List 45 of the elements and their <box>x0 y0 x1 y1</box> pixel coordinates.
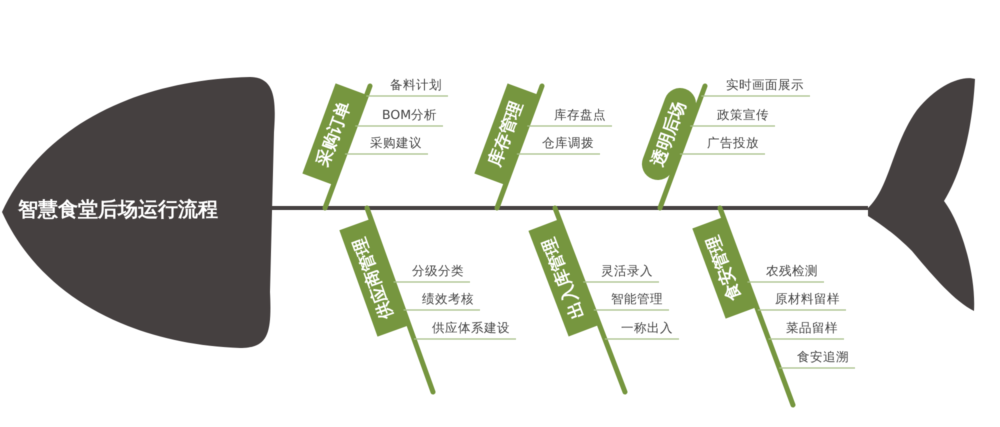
leader-line <box>594 309 669 311</box>
item-label: 一称出入 <box>616 319 679 339</box>
bone-line <box>322 84 372 210</box>
leader-line <box>690 125 775 127</box>
item-label: 供应体系建设 <box>426 319 516 339</box>
leader-line <box>527 125 612 127</box>
leader-line <box>516 153 600 155</box>
leader-line <box>604 338 679 340</box>
item-label: 原材料留样 <box>770 290 846 310</box>
head-label: 智慧食堂后场运行流程 <box>18 196 218 223</box>
leader-line <box>414 338 516 340</box>
item-label: 政策宣传 <box>702 106 775 126</box>
leader-line <box>355 125 443 127</box>
spine-line <box>272 206 868 210</box>
item-label: BOM分析 <box>367 106 443 126</box>
bone-line <box>658 84 708 210</box>
category-tag: 食安管理 <box>692 217 756 318</box>
leader-line <box>779 367 855 369</box>
bone-line <box>552 206 628 394</box>
category-tag: 供应商管理 <box>340 219 408 336</box>
leader-line <box>344 153 428 155</box>
item-label: 实时画面展示 <box>713 76 810 96</box>
leader-line <box>701 95 810 97</box>
category-tag: 库存管理 <box>474 84 538 185</box>
bone-line <box>494 84 544 210</box>
leader-line <box>758 309 846 311</box>
item-label: 农残检测 <box>759 262 824 282</box>
leader-line <box>404 309 480 311</box>
leader-line <box>583 281 659 283</box>
bone-line <box>364 206 436 394</box>
category-tag: 出入库管理 <box>528 220 598 337</box>
category-tag: 采购订单 <box>302 84 366 185</box>
item-label: 绩效考核 <box>416 290 480 310</box>
leader-line <box>768 338 844 340</box>
item-label: 库存盘点 <box>539 106 612 126</box>
item-label: 备料计划 <box>378 76 448 96</box>
item-label: 菜品留样 <box>780 319 844 339</box>
leader-line <box>747 281 824 283</box>
item-label: 食安追溯 <box>791 348 855 368</box>
item-label: 分级分类 <box>406 262 470 282</box>
item-label: 智能管理 <box>606 290 669 310</box>
leader-line <box>680 153 765 155</box>
leader-line <box>366 95 448 97</box>
leader-line <box>394 281 470 283</box>
bone-line <box>718 206 796 408</box>
